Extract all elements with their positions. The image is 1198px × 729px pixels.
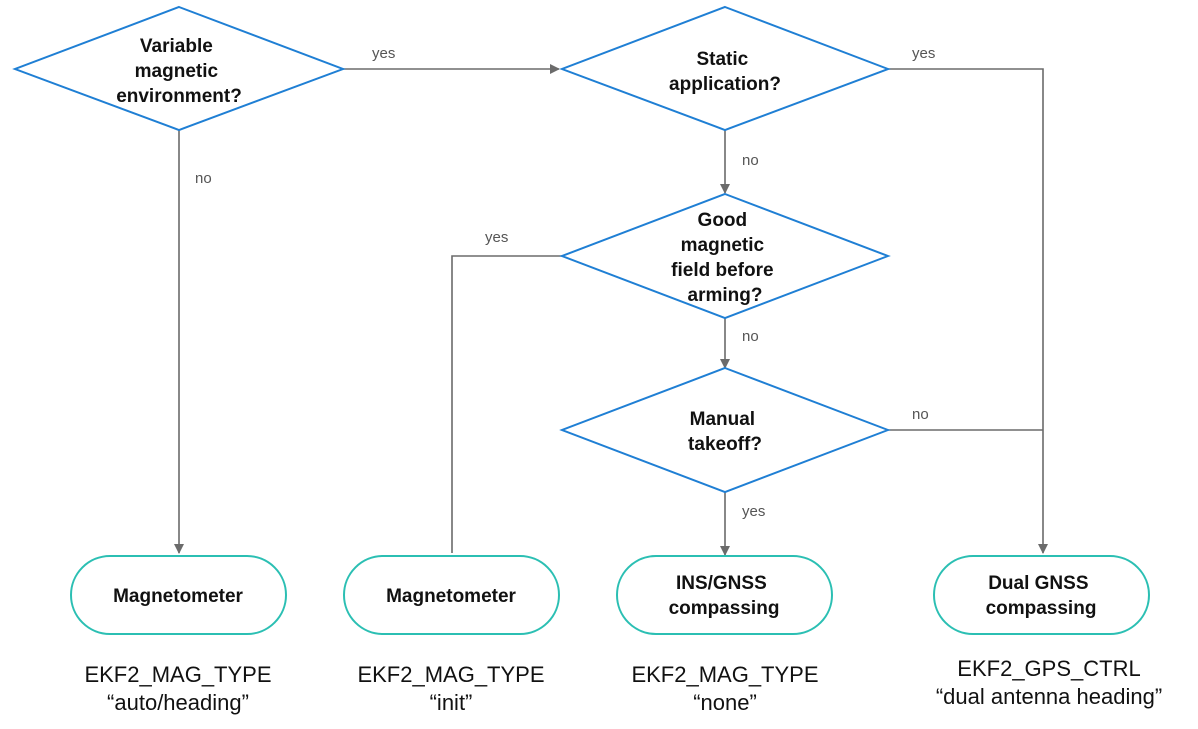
param-name: EKF2_GPS_CTRL [957,656,1141,681]
decision-label-line: field before [671,260,773,281]
decision-diamond [559,192,891,320]
decision-label-line: Good [698,210,748,231]
param-name: EKF2_MAG_TYPE [84,662,272,687]
decision-label: Variable magnetic environment? [116,36,242,107]
edge-label-manual-yes: yes [742,503,765,520]
edge-label-manual-no: no [912,406,929,423]
terminal-label-line: Magnetometer [113,586,243,607]
decision-label: Static application? [669,49,781,95]
decision-diamond [12,5,346,132]
edge-label-good-yes: yes [485,229,508,246]
param-value: “none” [693,690,757,715]
edge-label-good-no: no [742,328,759,345]
decision-good-magnetic-field: Good magnetic field before arming? [559,192,891,320]
terminal-label: INS/GNSS compassing [669,573,780,619]
terminal-label: Dual GNSS compassing [986,573,1097,619]
terminal-label: Magnetometer [113,586,243,607]
terminal-label: Magnetometer [386,586,516,607]
terminal-pill [70,555,287,635]
decision-manual-takeoff: Manual takeoff? [559,366,891,494]
param-value: “dual antenna heading” [935,684,1163,709]
decision-diamond [559,5,891,132]
terminal-label-line: compassing [669,598,780,619]
param-caption-mag-auto: EKF2_MAG_TYPE “auto/heading” [38,661,318,717]
terminal-pill [343,555,560,635]
terminal-pill [616,555,833,635]
decision-label-line: Variable [140,36,213,57]
decision-variable-environment: Variable magnetic environment? [12,5,346,132]
decision-static-application: Static application? [559,5,891,132]
edge-label-static-yes: yes [912,45,935,62]
decision-label-line: Static [696,49,748,70]
param-name: EKF2_MAG_TYPE [357,662,545,687]
decision-label: Good magnetic field before arming? [671,210,779,306]
connectors [174,64,1048,556]
param-value: “init” [429,690,473,715]
decision-label-line: takeoff? [688,434,762,455]
decision-diamond [559,366,891,494]
param-caption-ins-gnss: EKF2_MAG_TYPE “none” [585,661,865,717]
terminal-label-line: compassing [986,598,1097,619]
terminal-magnetometer-auto: Magnetometer [70,555,287,635]
terminal-ins-gnss: INS/GNSS compassing [616,555,833,635]
edge-good-yes [451,255,563,553]
param-caption-mag-init: EKF2_MAG_TYPE “init” [311,661,591,717]
terminal-label-line: Magnetometer [386,586,516,607]
edge-label-variable-no: no [195,170,212,187]
edge-label-static-no: no [742,152,759,169]
decision-label-line: arming? [688,285,763,306]
param-name: EKF2_MAG_TYPE [631,662,819,687]
decision-label-line: magnetic [681,235,765,256]
param-value: “auto/heading” [107,690,249,715]
decision-label-line: magnetic [135,61,219,82]
terminal-label-line: INS/GNSS [676,573,767,594]
edge-static-yes [888,68,1048,554]
terminal-pill [933,555,1150,635]
decision-label: Manual takeoff? [688,409,762,455]
terminal-magnetometer-init: Magnetometer [343,555,560,635]
terminal-label-line: Dual GNSS [988,573,1088,594]
decision-label-line: application? [669,74,781,95]
edge-label-variable-yes: yes [372,45,395,62]
param-caption-dual-gnss: EKF2_GPS_CTRL “dual antenna heading” [909,655,1189,711]
terminal-dual-gnss: Dual GNSS compassing [933,555,1150,635]
decision-label-line: Manual [690,409,755,430]
decision-label-line: environment? [116,86,242,107]
